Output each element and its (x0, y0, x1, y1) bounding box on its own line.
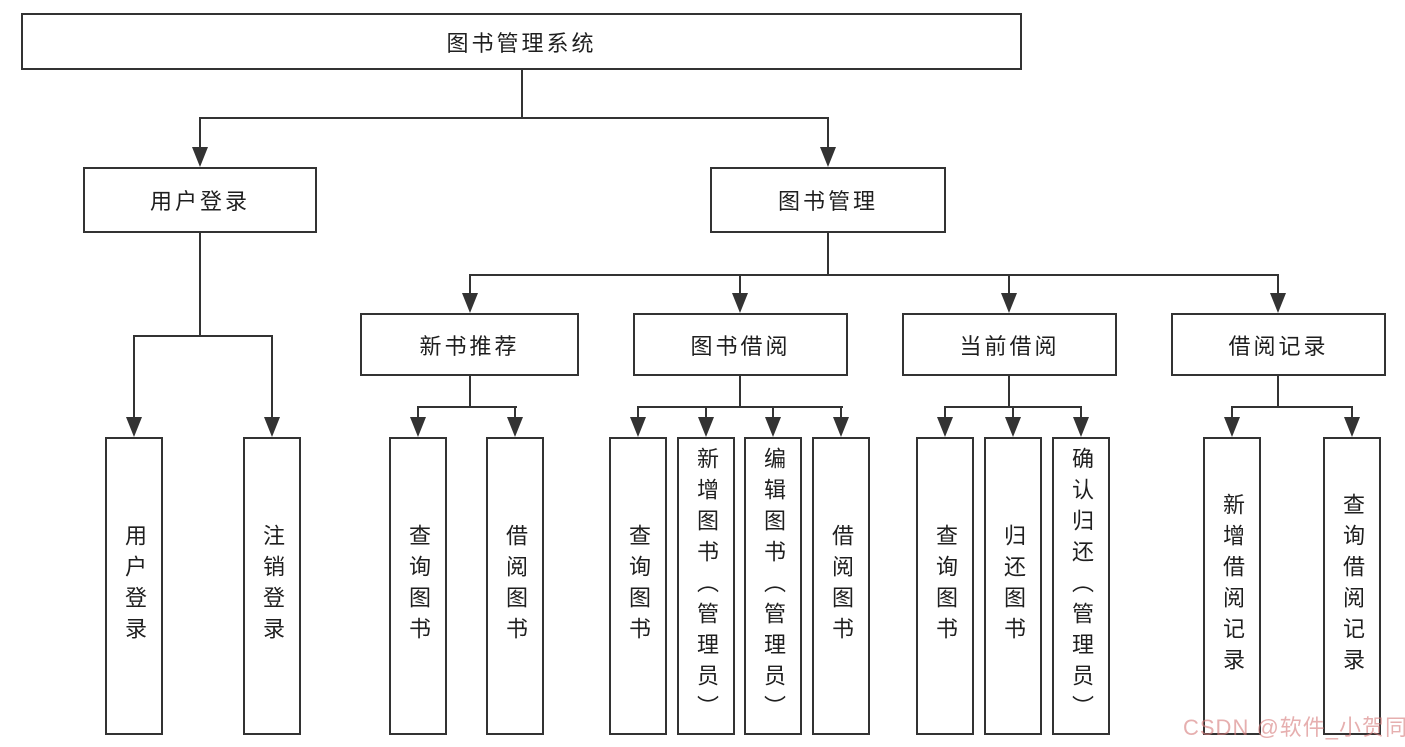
arrow-down-icon (698, 417, 714, 437)
node-edit-book-admin: 编辑图书（管理员） (744, 437, 802, 735)
connector-line (637, 406, 639, 418)
node-query-books-recommend: 查询图书 (389, 437, 447, 735)
arrow-down-icon (732, 293, 748, 313)
connector-line (199, 117, 829, 119)
connector-line (514, 406, 516, 418)
connector-line (469, 274, 1279, 276)
connector-line (1277, 274, 1279, 295)
arrow-down-icon (1005, 417, 1021, 437)
connector-line (133, 335, 135, 419)
connector-line (199, 117, 201, 149)
arrow-down-icon (1073, 417, 1089, 437)
node-current-borrowing: 当前借阅 (902, 313, 1117, 376)
connector-line (772, 406, 774, 418)
connector-line (739, 376, 741, 408)
node-return-books: 归还图书 (984, 437, 1042, 735)
connector-line (469, 376, 471, 408)
connector-line (1277, 376, 1279, 408)
connector-line (469, 274, 471, 295)
arrow-down-icon (410, 417, 426, 437)
connector-line (133, 335, 273, 337)
connector-line (827, 117, 829, 149)
arrow-down-icon (1001, 293, 1017, 313)
node-confirm-return-admin: 确认归还（管理员） (1052, 437, 1110, 735)
arrow-down-icon (462, 293, 478, 313)
arrow-down-icon (937, 417, 953, 437)
watermark: CSDN @软件_小贺同学 (1183, 715, 1405, 740)
node-query-books-borrowing: 查询图书 (609, 437, 667, 735)
connector-line (1231, 406, 1233, 418)
connector-line (417, 406, 419, 418)
node-borrow-books-recommend: 借阅图书 (486, 437, 544, 735)
arrow-down-icon (264, 417, 280, 437)
connector-line (1351, 406, 1353, 418)
connector-line (1008, 274, 1010, 295)
node-book-management: 图书管理 (710, 167, 946, 233)
node-new-book-recommend: 新书推荐 (360, 313, 579, 376)
connector-line (1231, 406, 1353, 408)
arrow-down-icon (833, 417, 849, 437)
arrow-down-icon (1344, 417, 1360, 437)
arrow-down-icon (507, 417, 523, 437)
arrow-down-icon (765, 417, 781, 437)
node-book-borrowing: 图书借阅 (633, 313, 848, 376)
arrow-down-icon (126, 417, 142, 437)
connector-line (944, 406, 946, 418)
node-library-management-system: 图书管理系统 (21, 13, 1022, 70)
arrow-down-icon (630, 417, 646, 437)
connector-line (1080, 406, 1082, 418)
node-user-login-action: 用户登录 (105, 437, 163, 735)
arrow-down-icon (1224, 417, 1240, 437)
connector-line (705, 406, 707, 418)
connector-line (827, 233, 829, 276)
connector-line (417, 406, 517, 408)
connector-line (637, 406, 843, 408)
node-logout: 注销登录 (243, 437, 301, 735)
arrow-down-icon (1270, 293, 1286, 313)
connector-line (840, 406, 842, 418)
arrow-down-icon (192, 147, 208, 167)
node-borrow-books-borrowing: 借阅图书 (812, 437, 870, 735)
connector-line (1008, 376, 1010, 408)
node-borrowing-records: 借阅记录 (1171, 313, 1386, 376)
connector-line (521, 69, 523, 119)
node-add-book-admin: 新增图书（管理员） (677, 437, 735, 735)
node-user-login: 用户登录 (83, 167, 317, 233)
connector-line (739, 274, 741, 295)
connector-line (271, 335, 273, 419)
node-query-books-current: 查询图书 (916, 437, 974, 735)
connector-line (199, 233, 201, 337)
connector-line (1012, 406, 1014, 418)
node-query-borrow-record: 查询借阅记录 (1323, 437, 1381, 735)
arrow-down-icon (820, 147, 836, 167)
node-add-borrow-record: 新增借阅记录 (1203, 437, 1261, 735)
